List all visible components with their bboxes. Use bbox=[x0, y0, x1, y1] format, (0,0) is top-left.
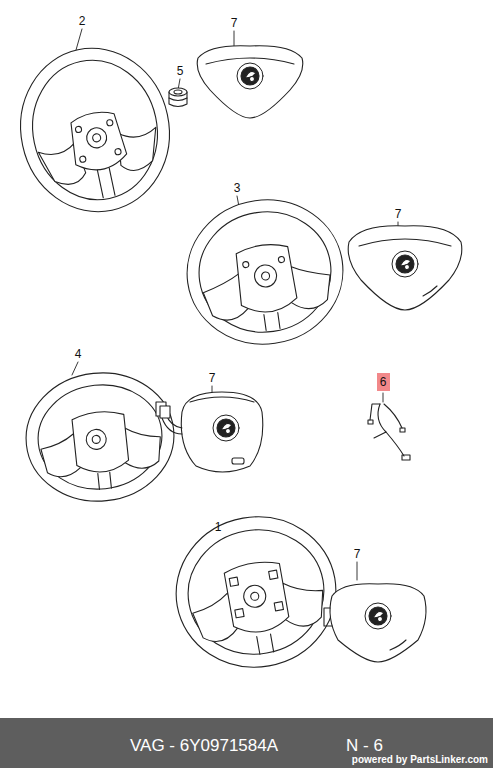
airbag-module bbox=[348, 226, 462, 310]
callout-number: 7 bbox=[209, 372, 216, 384]
steering-wheel bbox=[6, 34, 185, 225]
callout-number: 2 bbox=[79, 15, 86, 27]
steering-wheel bbox=[178, 190, 353, 354]
airbag-module bbox=[197, 46, 303, 118]
watermark: powered by PartsLinker.com bbox=[352, 755, 488, 765]
part-number: VAG - 6Y0971584A bbox=[130, 737, 278, 754]
wiring-harness bbox=[368, 404, 410, 460]
airbag-module bbox=[324, 584, 426, 662]
callout-number: 3 bbox=[234, 182, 241, 194]
footer-bar bbox=[0, 718, 493, 768]
diagram-position: N - 6 bbox=[346, 737, 383, 754]
highlight-box: 6 bbox=[377, 373, 390, 391]
callout-number: 7 bbox=[231, 17, 238, 29]
airbag-module bbox=[156, 392, 263, 472]
callout-number: 6 bbox=[380, 376, 387, 388]
callout-number: 1 bbox=[215, 521, 222, 533]
callout-number: 7 bbox=[395, 208, 402, 220]
steering-wheel bbox=[20, 366, 181, 509]
callout-number: 4 bbox=[75, 348, 82, 360]
nut bbox=[169, 88, 187, 107]
callout-number: 7 bbox=[354, 548, 361, 560]
steering-wheel bbox=[164, 504, 348, 680]
callout-number: 5 bbox=[177, 65, 184, 77]
